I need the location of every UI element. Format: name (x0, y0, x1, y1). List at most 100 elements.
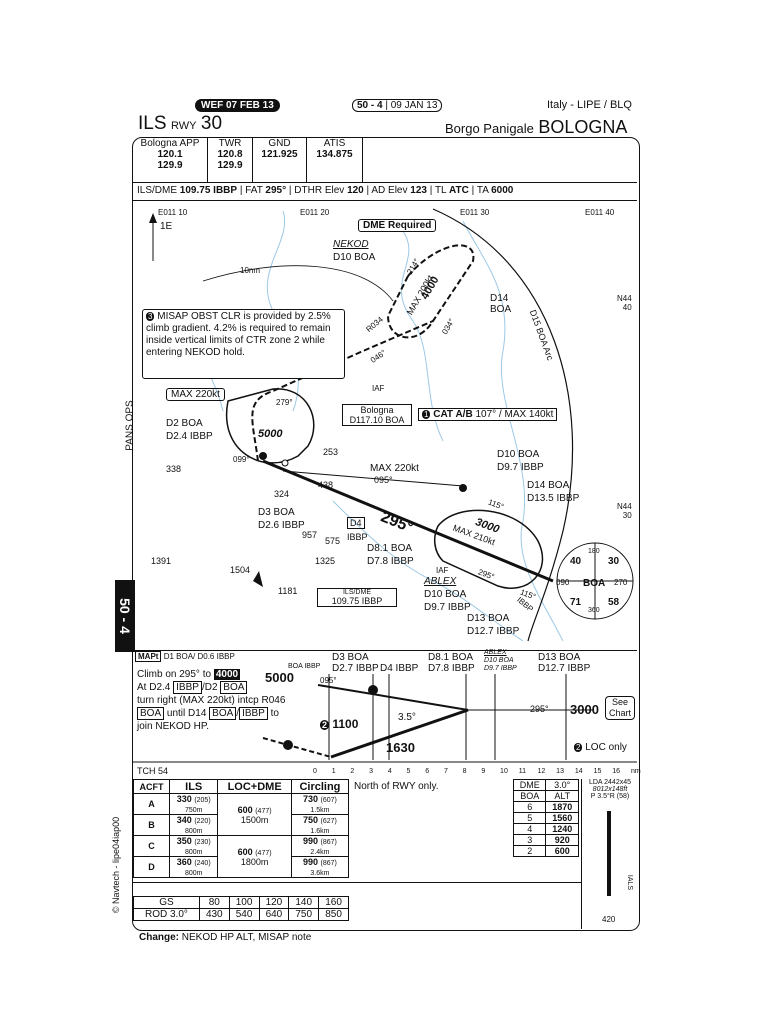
circ-cell: 730 (607)1.5km (290, 793, 350, 815)
nekod-hold (386, 244, 475, 339)
ils-cell: 360 (240)800m (169, 856, 219, 878)
fix-label: D7.8 IBBP (367, 556, 414, 567)
profile-verticals (328, 674, 567, 760)
chart-frame (132, 137, 640, 931)
scale-tick: 8 (462, 768, 467, 775)
alt-cell: 1870 (545, 801, 579, 813)
fix-label: D2.4 IBBP (166, 431, 213, 442)
elevation-label: 338 (166, 464, 182, 474)
title-ils: ILS (138, 113, 167, 134)
elevation-label: 324 (274, 489, 290, 499)
runway-info: LDA 2442x45 8012x148ft P 3.5°R (58) IALS… (581, 779, 638, 929)
msa-bearing: 270 (614, 578, 628, 587)
ta-value: 6000 (491, 185, 514, 196)
loc-cell: 600 (477)1500m (217, 793, 292, 836)
scale-tick: 4 (387, 768, 392, 775)
airport-sub: Borgo Panigale (445, 121, 534, 136)
wef-badge: WEF 07 FEB 13 (195, 99, 280, 112)
boa-hold (225, 388, 315, 464)
fat-value: 295° (265, 185, 287, 196)
course-label: 095° (374, 475, 393, 485)
airport-title: Borgo Panigale BOLOGNA (445, 117, 627, 138)
alt-cell: 920 (545, 834, 579, 846)
dthr-label: DTHR Elev (294, 185, 345, 196)
gs-cell: 120 (258, 896, 290, 909)
scale-tick: 1 (331, 768, 336, 775)
fix-label: D14 BOA (527, 480, 570, 491)
iaf-label: IAF (372, 384, 385, 393)
fix-label: D9.7 IBBP (497, 462, 544, 473)
gs-cell: 140 (288, 896, 320, 909)
gnd-label: GND (268, 138, 291, 149)
circ-cell: 990 (867)3.6km (290, 856, 350, 878)
rwy-lda: LDA 2442x45 (588, 779, 632, 786)
hold-altitude: 5000 (258, 428, 283, 440)
ils-dme-box: ILS/DME 109.75 IBBP (317, 588, 397, 607)
elevation-label: 957 (302, 530, 318, 540)
north-arrow-head (149, 213, 157, 223)
ils-value: 109.75 IBBP (179, 185, 238, 196)
cat-restriction: 1 CAT A/B 107° / MAX 140kt (418, 408, 558, 421)
elevation-label: 1391 (151, 556, 172, 566)
app-label: Bologna APP (140, 138, 200, 149)
profile-alt: 2 1100 (320, 717, 359, 731)
nekod-dme: D10 BOA (333, 252, 376, 263)
msa-center: BOA (583, 578, 606, 589)
glideslope-angle: 3.5° (398, 712, 416, 723)
ils-label: ILS/DME (137, 185, 178, 196)
ablex-label: ABLEX (424, 576, 457, 587)
rod-label: ROD 3.0° (133, 908, 200, 921)
profile-095 (317, 684, 469, 711)
missed-approach-text: Climb on 295° to 4000 At D2.4 IBBP/D2 BO… (137, 669, 286, 732)
profile-alt: 3000 (570, 702, 599, 717)
course-label: 099° (233, 455, 250, 464)
ring-10nm (202, 265, 394, 302)
circling-note: North of RWY only. (354, 781, 439, 792)
profile-missed (262, 737, 332, 758)
rwy-length: 8012x148ft (592, 786, 628, 793)
chart-tab: 50 - 4 (115, 580, 135, 652)
ta-label: TA (476, 185, 489, 196)
rod-cell: 750 (288, 908, 320, 921)
scale-tick: 13 (556, 768, 564, 775)
fix-label: D13 BOA (467, 613, 510, 624)
app-freq-1: 120.1 (157, 149, 183, 160)
scale-tick: 12 (537, 768, 546, 775)
ad-value: 123 (410, 185, 427, 196)
fix-label: D13.5 IBBP (527, 493, 580, 504)
scale-tick: 6 (425, 768, 430, 775)
gs-cell: 80 (198, 896, 230, 909)
msa-bearing: 180 (588, 548, 600, 555)
vor-freq: D117.10 BOA (349, 415, 405, 425)
lon-label: E011 40 (585, 208, 615, 217)
divider (133, 200, 637, 201)
gs-cell: 160 (318, 896, 349, 909)
divider (133, 650, 637, 651)
fat-label: FAT (245, 185, 263, 196)
scale-tick: 14 (574, 768, 583, 775)
course-label: 279° (276, 398, 293, 407)
scale-tick: 3 (369, 768, 374, 775)
waypoint-1 (459, 484, 467, 492)
scale-tick: 9 (481, 768, 486, 775)
circ-cell: 750 (627)1.6km (290, 814, 350, 836)
missed-approach-path (251, 320, 434, 462)
msa-sector: 40 (570, 556, 582, 567)
scale-tick: 11 (518, 768, 527, 775)
mapt-label: MAPt D1 BOA/ D0.6 IBBP (135, 651, 235, 662)
scale-tick: 16 (612, 768, 621, 775)
twr-freq-1: 120.8 (217, 149, 243, 160)
ring-label: 10nm (240, 266, 261, 275)
cat-cell: A (132, 793, 171, 815)
dme-cell: 2 (512, 845, 547, 857)
elevation-label: 1181 (278, 586, 298, 596)
speed-label: MAX 220kt (370, 463, 419, 474)
dme-cell: 4 (512, 823, 547, 835)
